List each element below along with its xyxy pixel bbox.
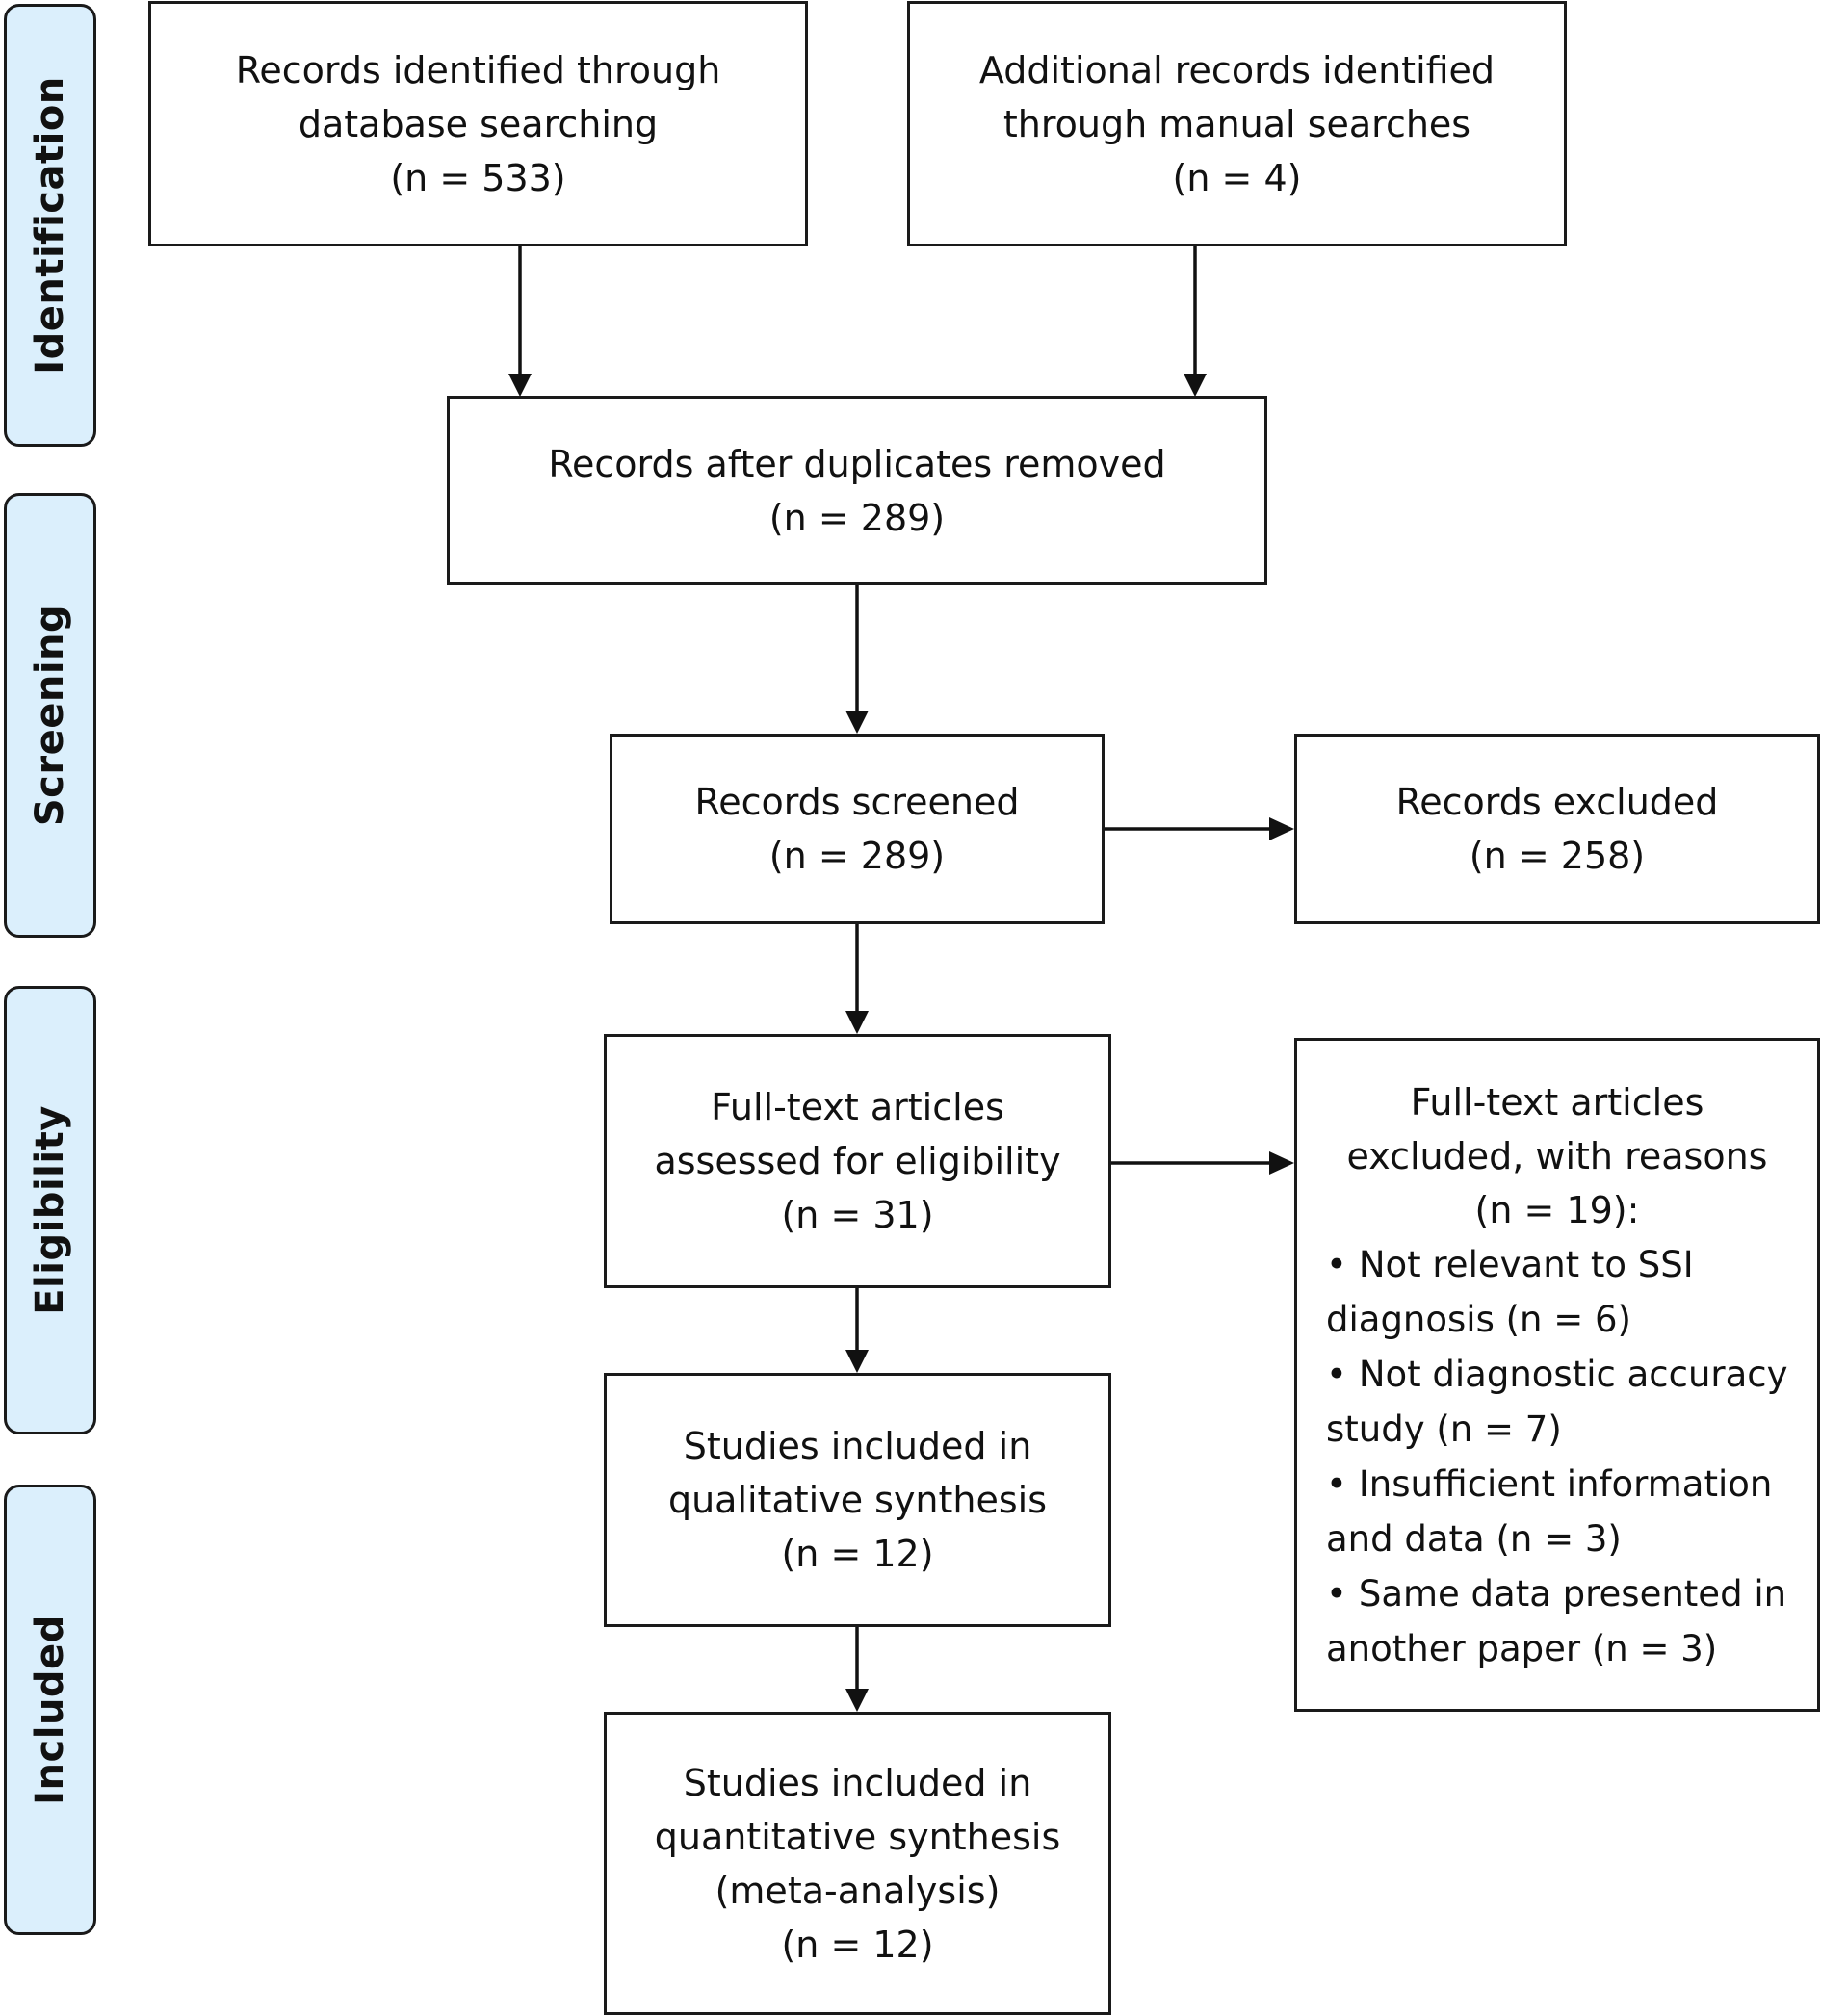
arrowhead-screened-to-fulltext — [845, 1011, 869, 1034]
box-line: Records after duplicates removed — [548, 442, 1166, 485]
exclusion-reason: • Same data presented in another paper (n… — [1297, 1566, 1817, 1676]
box-after-duplicates: Records after duplicates removed (n = 28… — [447, 396, 1267, 585]
box-line: qualitative synthesis — [667, 1479, 1048, 1521]
reason-text: study (n = 7) — [1326, 1409, 1562, 1450]
box-line: Records screened — [694, 781, 1020, 823]
box-line: Records identified through — [235, 48, 721, 91]
arrowhead-database-to-duplicates — [508, 374, 532, 397]
reason-text: Not relevant to SSI — [1358, 1244, 1694, 1285]
box-line: assessed for eligibility — [654, 1140, 1061, 1182]
exclusion-reason: • Not diagnostic accuracy study (n = 7) — [1297, 1347, 1817, 1457]
exclusion-reason: • Insufficient information and data (n = … — [1297, 1457, 1817, 1566]
box-line: Studies included in — [683, 1761, 1032, 1804]
stage-identification: Identification — [4, 4, 96, 447]
box-line: excluded, with reasons — [1346, 1135, 1768, 1177]
box-line: Records excluded — [1395, 781, 1719, 823]
stage-eligibility: Eligibility — [4, 986, 96, 1434]
arrowhead-duplicates-to-screened — [845, 711, 869, 734]
box-fulltext-assessed: Full-text articles assessed for eligibil… — [604, 1034, 1111, 1288]
exclusion-reason: • Not relevant to SSI diagnosis (n = 6) — [1297, 1237, 1817, 1347]
box-count: (n = 4) — [1172, 156, 1302, 199]
arrowhead-qualitative-to-quantitative — [845, 1689, 869, 1712]
bullet-icon: • — [1326, 1463, 1347, 1505]
box-line: through manual searches — [1002, 102, 1471, 145]
reason-text: diagnosis (n = 6) — [1326, 1299, 1631, 1340]
arrowhead-screened-to-excluded — [1269, 817, 1294, 840]
box-database-search: Records identified through database sear… — [148, 1, 808, 246]
box-count: (n = 533) — [390, 156, 566, 199]
bullet-icon: • — [1326, 1244, 1347, 1285]
box-fulltext-excluded: Full-text articles excluded, with reason… — [1294, 1038, 1820, 1712]
box-records-screened: Records screened (n = 289) — [610, 734, 1105, 924]
bullet-icon: • — [1326, 1573, 1347, 1615]
bullet-icon: • — [1326, 1354, 1347, 1395]
reason-text: another paper (n = 3) — [1326, 1628, 1718, 1669]
box-line: Full-text articles — [1410, 1081, 1704, 1124]
box-records-excluded: Records excluded (n = 258) — [1294, 734, 1820, 924]
box-count: (n = 31) — [781, 1194, 934, 1236]
box-line: Studies included in — [683, 1425, 1032, 1467]
box-count: (n = 19): — [1474, 1189, 1640, 1231]
box-quantitative-synthesis: Studies included in quantitative synthes… — [604, 1712, 1111, 2015]
box-count: (n = 12) — [781, 1533, 934, 1575]
box-line: quantitative synthesis — [654, 1815, 1061, 1858]
arrowhead-manual-to-duplicates — [1184, 374, 1207, 397]
box-count: (n = 258) — [1469, 835, 1646, 877]
reason-text: Same data presented in — [1358, 1573, 1787, 1615]
arrowhead-fulltext-to-reasons — [1269, 1151, 1294, 1175]
box-line: (meta-analysis) — [715, 1869, 1001, 1912]
box-manual-search: Additional records identified through ma… — [907, 1, 1567, 246]
stage-included: Included — [4, 1485, 96, 1935]
box-count: (n = 289) — [768, 835, 946, 877]
box-line: Full-text articles — [711, 1086, 1004, 1128]
box-qualitative-synthesis: Studies included in qualitative synthesi… — [604, 1373, 1111, 1627]
stage-screening: Screening — [4, 493, 96, 938]
box-count: (n = 12) — [781, 1923, 934, 1966]
reason-text: and data (n = 3) — [1326, 1518, 1622, 1560]
reason-text: Not diagnostic accuracy — [1358, 1354, 1788, 1395]
reason-text: Insufficient information — [1358, 1463, 1773, 1505]
box-line: Additional records identified — [978, 48, 1496, 91]
box-line: database searching — [298, 102, 659, 145]
arrowhead-fulltext-to-qualitative — [845, 1350, 869, 1373]
box-count: (n = 289) — [768, 496, 946, 539]
